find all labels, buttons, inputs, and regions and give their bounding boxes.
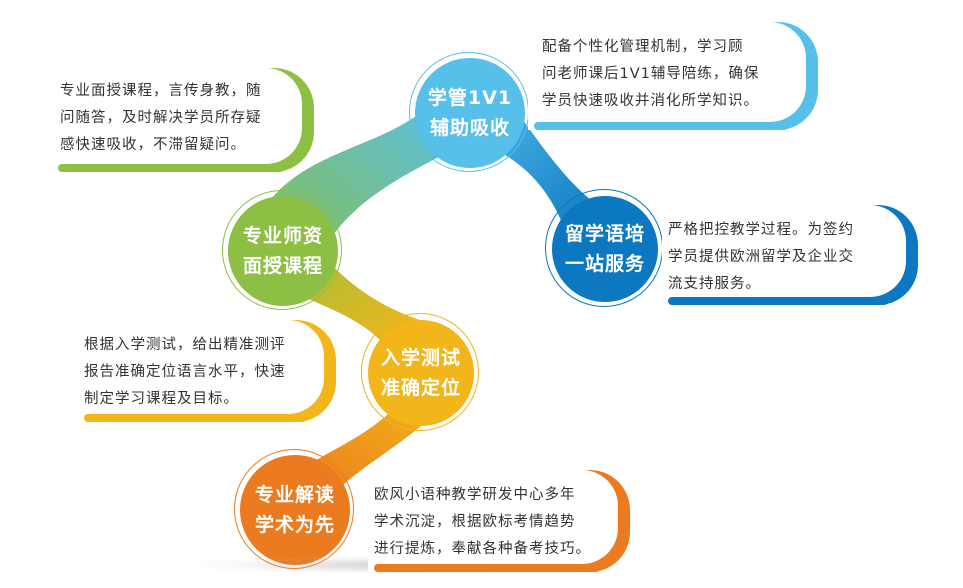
node-title-line-2: 辅助吸收 [429, 117, 510, 139]
node-title-line-2: 面授课程 [242, 255, 323, 277]
node-tutoring: 学管1V1 辅助吸收 [409, 52, 529, 172]
card-text-line: 学员快速吸收并消化所学知识。 [542, 93, 759, 109]
card-underline [534, 122, 788, 130]
card-text-line: 问随答，及时解决学员所存疑 [60, 110, 262, 126]
node-title-line-1: 入学测试 [380, 347, 461, 369]
node-title-line-1: 专业师资 [242, 225, 323, 247]
card-underline [668, 297, 888, 305]
node-title-line-2: 学术为先 [254, 514, 335, 536]
card-text-line: 欧风小语种教学研发中心多年 [374, 487, 576, 503]
description-card-academic: 欧风小语种教学研发中心多年 学术沉淀，根据欧标考情趋势 进行提炼，奉献各种备考技… [368, 470, 630, 572]
card-body: 欧风小语种教学研发中心多年 学术沉淀，根据欧标考情趋势 进行提炼，奉献各种备考技… [368, 470, 618, 564]
node-study-abroad: 留学语培 一站服务 [545, 189, 663, 307]
node-title-line-2: 准确定位 [380, 377, 461, 399]
node-title-line-2: 一站服务 [564, 253, 645, 275]
node-academic: 专业解读 学术为先 [234, 449, 354, 569]
card-underline [58, 164, 284, 172]
card-body: 根据入学测试，给出精准测评 报告准确定位语言水平，快速 制定学习课程及目标。 [78, 320, 324, 414]
description-card-placement: 根据入学测试，给出精准测评 报告准确定位语言水平，快速 制定学习课程及目标。 [78, 320, 336, 422]
card-text-line: 问老师课后1V1辅导陪练，确保 [542, 66, 760, 82]
node-faculty: 专业师资 面授课程 [222, 190, 342, 310]
card-text-line: 根据入学测试，给出精准测评 [84, 337, 286, 353]
description-card-tutoring: 配备个性化管理机制，学习顾 问老师课后1V1辅导陪练，确保 学员快速吸收并消化所… [528, 22, 818, 130]
node-placement: 入学测试 准确定位 [361, 313, 479, 431]
card-text-line: 学术沉淀，根据欧标考情趋势 [374, 514, 576, 530]
card-body: 专业面授课程，言传身教，随 问随答，及时解决学员所存疑 感快速吸收，不滞留疑问。 [52, 68, 302, 164]
card-body: 严格把控教学过程。为签约 学员提供欧洲留学及企业交 流支持服务。 [662, 205, 906, 297]
description-card-study-abroad: 严格把控教学过程。为签约 学员提供欧洲留学及企业交 流支持服务。 [662, 205, 918, 305]
node-title-line-1: 专业解读 [254, 484, 335, 506]
card-text-line: 配备个性化管理机制，学习顾 [542, 39, 744, 55]
card-text-line: 流支持服务。 [668, 276, 761, 292]
card-text-line: 制定学习课程及目标。 [84, 391, 239, 407]
card-text-line: 学员提供欧洲留学及企业交 [668, 249, 854, 265]
card-text-line: 报告准确定位语言水平，快速 [84, 364, 286, 380]
card-text-line: 严格把控教学过程。为签约 [668, 222, 854, 238]
card-underline [374, 564, 600, 572]
card-body: 配备个性化管理机制，学习顾 问老师课后1V1辅导陪练，确保 学员快速吸收并消化所… [528, 22, 806, 122]
card-text-line: 专业面授课程，言传身教，随 [60, 83, 262, 99]
node-title-line-1: 留学语培 [564, 223, 645, 245]
node-title-line-1: 学管1V1 [427, 87, 513, 109]
card-text-line: 感快速吸收，不滞留疑问。 [60, 137, 246, 153]
card-underline [84, 414, 306, 422]
card-text-line: 进行提炼，奉献各种备考技巧。 [374, 541, 591, 557]
description-card-faculty: 专业面授课程，言传身教，随 问随答，及时解决学员所存疑 感快速吸收，不滞留疑问。 [52, 68, 314, 172]
